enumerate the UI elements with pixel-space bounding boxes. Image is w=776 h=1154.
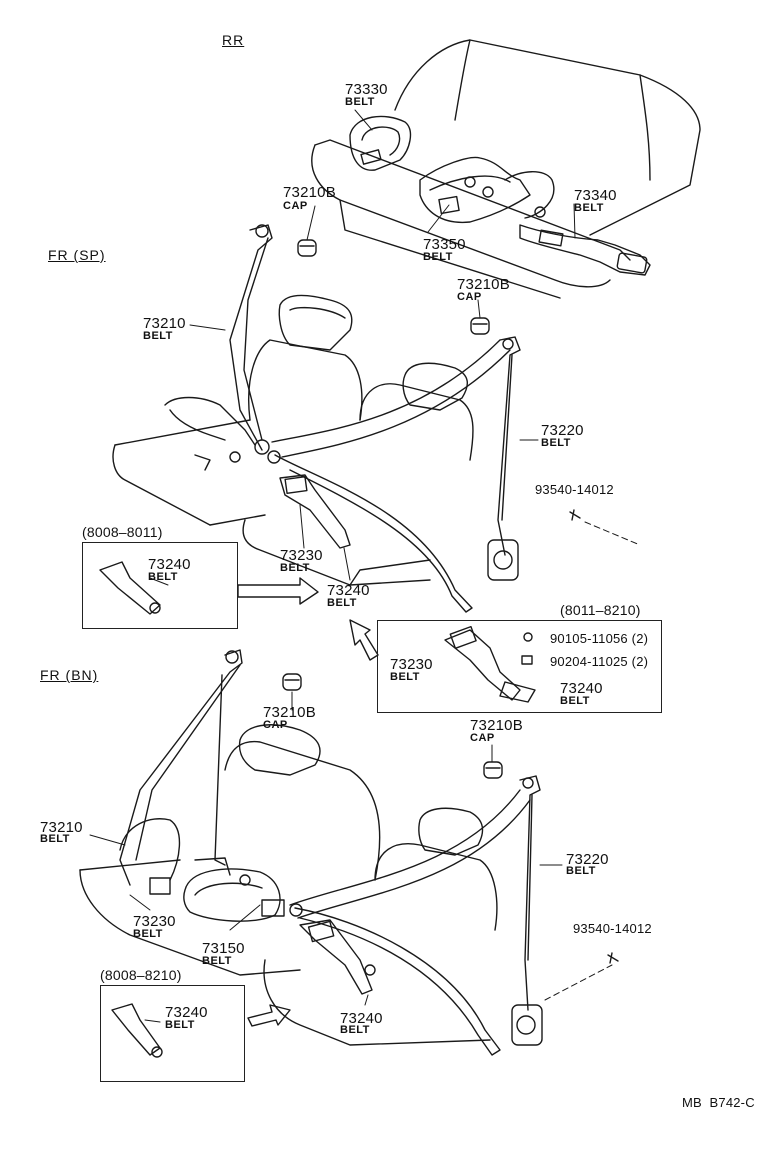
label-bn-73150-sub: BELT: [202, 955, 232, 967]
section-header-rear: RR: [222, 32, 245, 48]
front-sp-belt-73220: [267, 336, 521, 613]
label-rear-73330-sub: BELT: [345, 96, 375, 108]
rear-belt-73330: [349, 115, 412, 171]
label-bn-cap-right-num: 73210B: [470, 717, 523, 734]
inset-sp-right-buckle: [444, 625, 536, 703]
arrow-sp-left: [237, 577, 319, 605]
label-bn-bolt: 93540-14012: [573, 921, 652, 936]
label-sp-73220-sub: BELT: [541, 437, 571, 449]
inset-bn-buckle: [111, 1003, 163, 1058]
label-sp-73230-num: 73230: [280, 547, 323, 564]
label-sp-73210-num: 73210: [143, 315, 186, 332]
front-bn-buckle-73240: [299, 919, 376, 995]
label-inset-bn-num: 73240: [165, 1004, 208, 1021]
label-bn-73220-sub: BELT: [566, 865, 596, 877]
label-rear-cap-right-sub: CAP: [457, 291, 482, 303]
inset-sp-left-box: [82, 542, 238, 629]
rear-belt-73340: [519, 206, 651, 276]
label-bn-73210-sub: BELT: [40, 833, 70, 845]
label-rear-73330-num: 73330: [345, 81, 388, 98]
front-bn-leader-lines: [89, 691, 563, 1006]
label-bn-73240-num: 73240: [340, 1010, 383, 1027]
rear-leader-lines: [306, 109, 576, 319]
cap-73210b-rear-right: [470, 317, 490, 335]
front-sp-belt-73210: [164, 224, 273, 471]
label-rear-73340-num: 73340: [574, 187, 617, 204]
label-inset-sp-right-73240-num: 73240: [560, 680, 603, 697]
front-bn-belt-73210: [119, 649, 243, 895]
diagram-reference-code: MB B742-C: [682, 1095, 755, 1110]
label-rear-cap-left-num: 73210B: [283, 184, 336, 201]
label-sp-73240-sub: BELT: [327, 597, 357, 609]
label-sp-73210-sub: BELT: [143, 330, 173, 342]
label-inset-sp-left-sub: BELT: [148, 571, 178, 583]
label-inset-bn-sub: BELT: [165, 1019, 195, 1031]
label-bn-73230-sub: BELT: [133, 928, 163, 940]
front-sp-bolt-93540: [569, 509, 641, 546]
inset-sp-right-box: [377, 620, 662, 713]
label-sp-73230-sub: BELT: [280, 562, 310, 574]
label-bn-cap-left-num: 73210B: [263, 704, 316, 721]
front-bn-bolt-93540: [544, 952, 619, 1001]
label-inset-sp-right-73230-num: 73230: [390, 656, 433, 673]
section-header-front-sp: FR (SP): [48, 247, 106, 263]
label-rear-cap-left-sub: CAP: [283, 200, 308, 212]
rear-seat-drawing: [311, 39, 701, 299]
arrow-sp-up: [349, 619, 379, 661]
label-bn-73210-num: 73210: [40, 819, 83, 836]
label-rear-cap-right-num: 73210B: [457, 276, 510, 293]
inset-sp-left-buckle: [99, 561, 169, 615]
label-rear-73340-sub: BELT: [574, 202, 604, 214]
cap-73210b-bn-right: [483, 761, 503, 779]
label-inset-sp-left-num: 73240: [148, 556, 191, 573]
cap-73210b-bn-left: [282, 673, 302, 691]
front-sp-buckle-73230: [279, 474, 351, 549]
label-sp-73240-num: 73240: [327, 582, 370, 599]
label-inset-sp-right-part2: 90204-11025 (2): [550, 654, 649, 669]
label-sp-73220-num: 73220: [541, 422, 584, 439]
arrow-bn: [247, 1004, 291, 1027]
label-sp-bolt: 93540-14012: [535, 482, 614, 497]
label-bn-cap-left-sub: CAP: [263, 719, 288, 731]
label-inset-sp-left-range: (8008–8011): [82, 524, 163, 540]
label-inset-sp-right-range: (8011–8210): [560, 602, 641, 618]
label-bn-73230-num: 73230: [133, 913, 176, 930]
label-rear-73350-num: 73350: [423, 236, 466, 253]
rear-belt-73350: [419, 156, 555, 224]
label-bn-73150-num: 73150: [202, 940, 245, 957]
label-inset-sp-right-73230-sub: BELT: [390, 671, 420, 683]
section-header-front-bn: FR (BN): [40, 667, 99, 683]
front-bn-belt-73150: [183, 868, 285, 922]
inset-bn-box: [100, 985, 245, 1082]
front-bn-belt-73220: [289, 775, 543, 1056]
label-inset-sp-right-part1: 90105-11056 (2): [550, 631, 649, 646]
label-bn-73220-num: 73220: [566, 851, 609, 868]
label-bn-cap-right-sub: CAP: [470, 732, 495, 744]
cap-73210b-rear-left: [297, 239, 317, 257]
label-inset-sp-right-73240-sub: BELT: [560, 695, 590, 707]
front-sp-leader-lines: [189, 324, 539, 581]
label-rear-73350-sub: BELT: [423, 251, 453, 263]
label-inset-bn-range: (8008–8210): [100, 967, 182, 983]
label-bn-73240-sub: BELT: [340, 1024, 370, 1036]
